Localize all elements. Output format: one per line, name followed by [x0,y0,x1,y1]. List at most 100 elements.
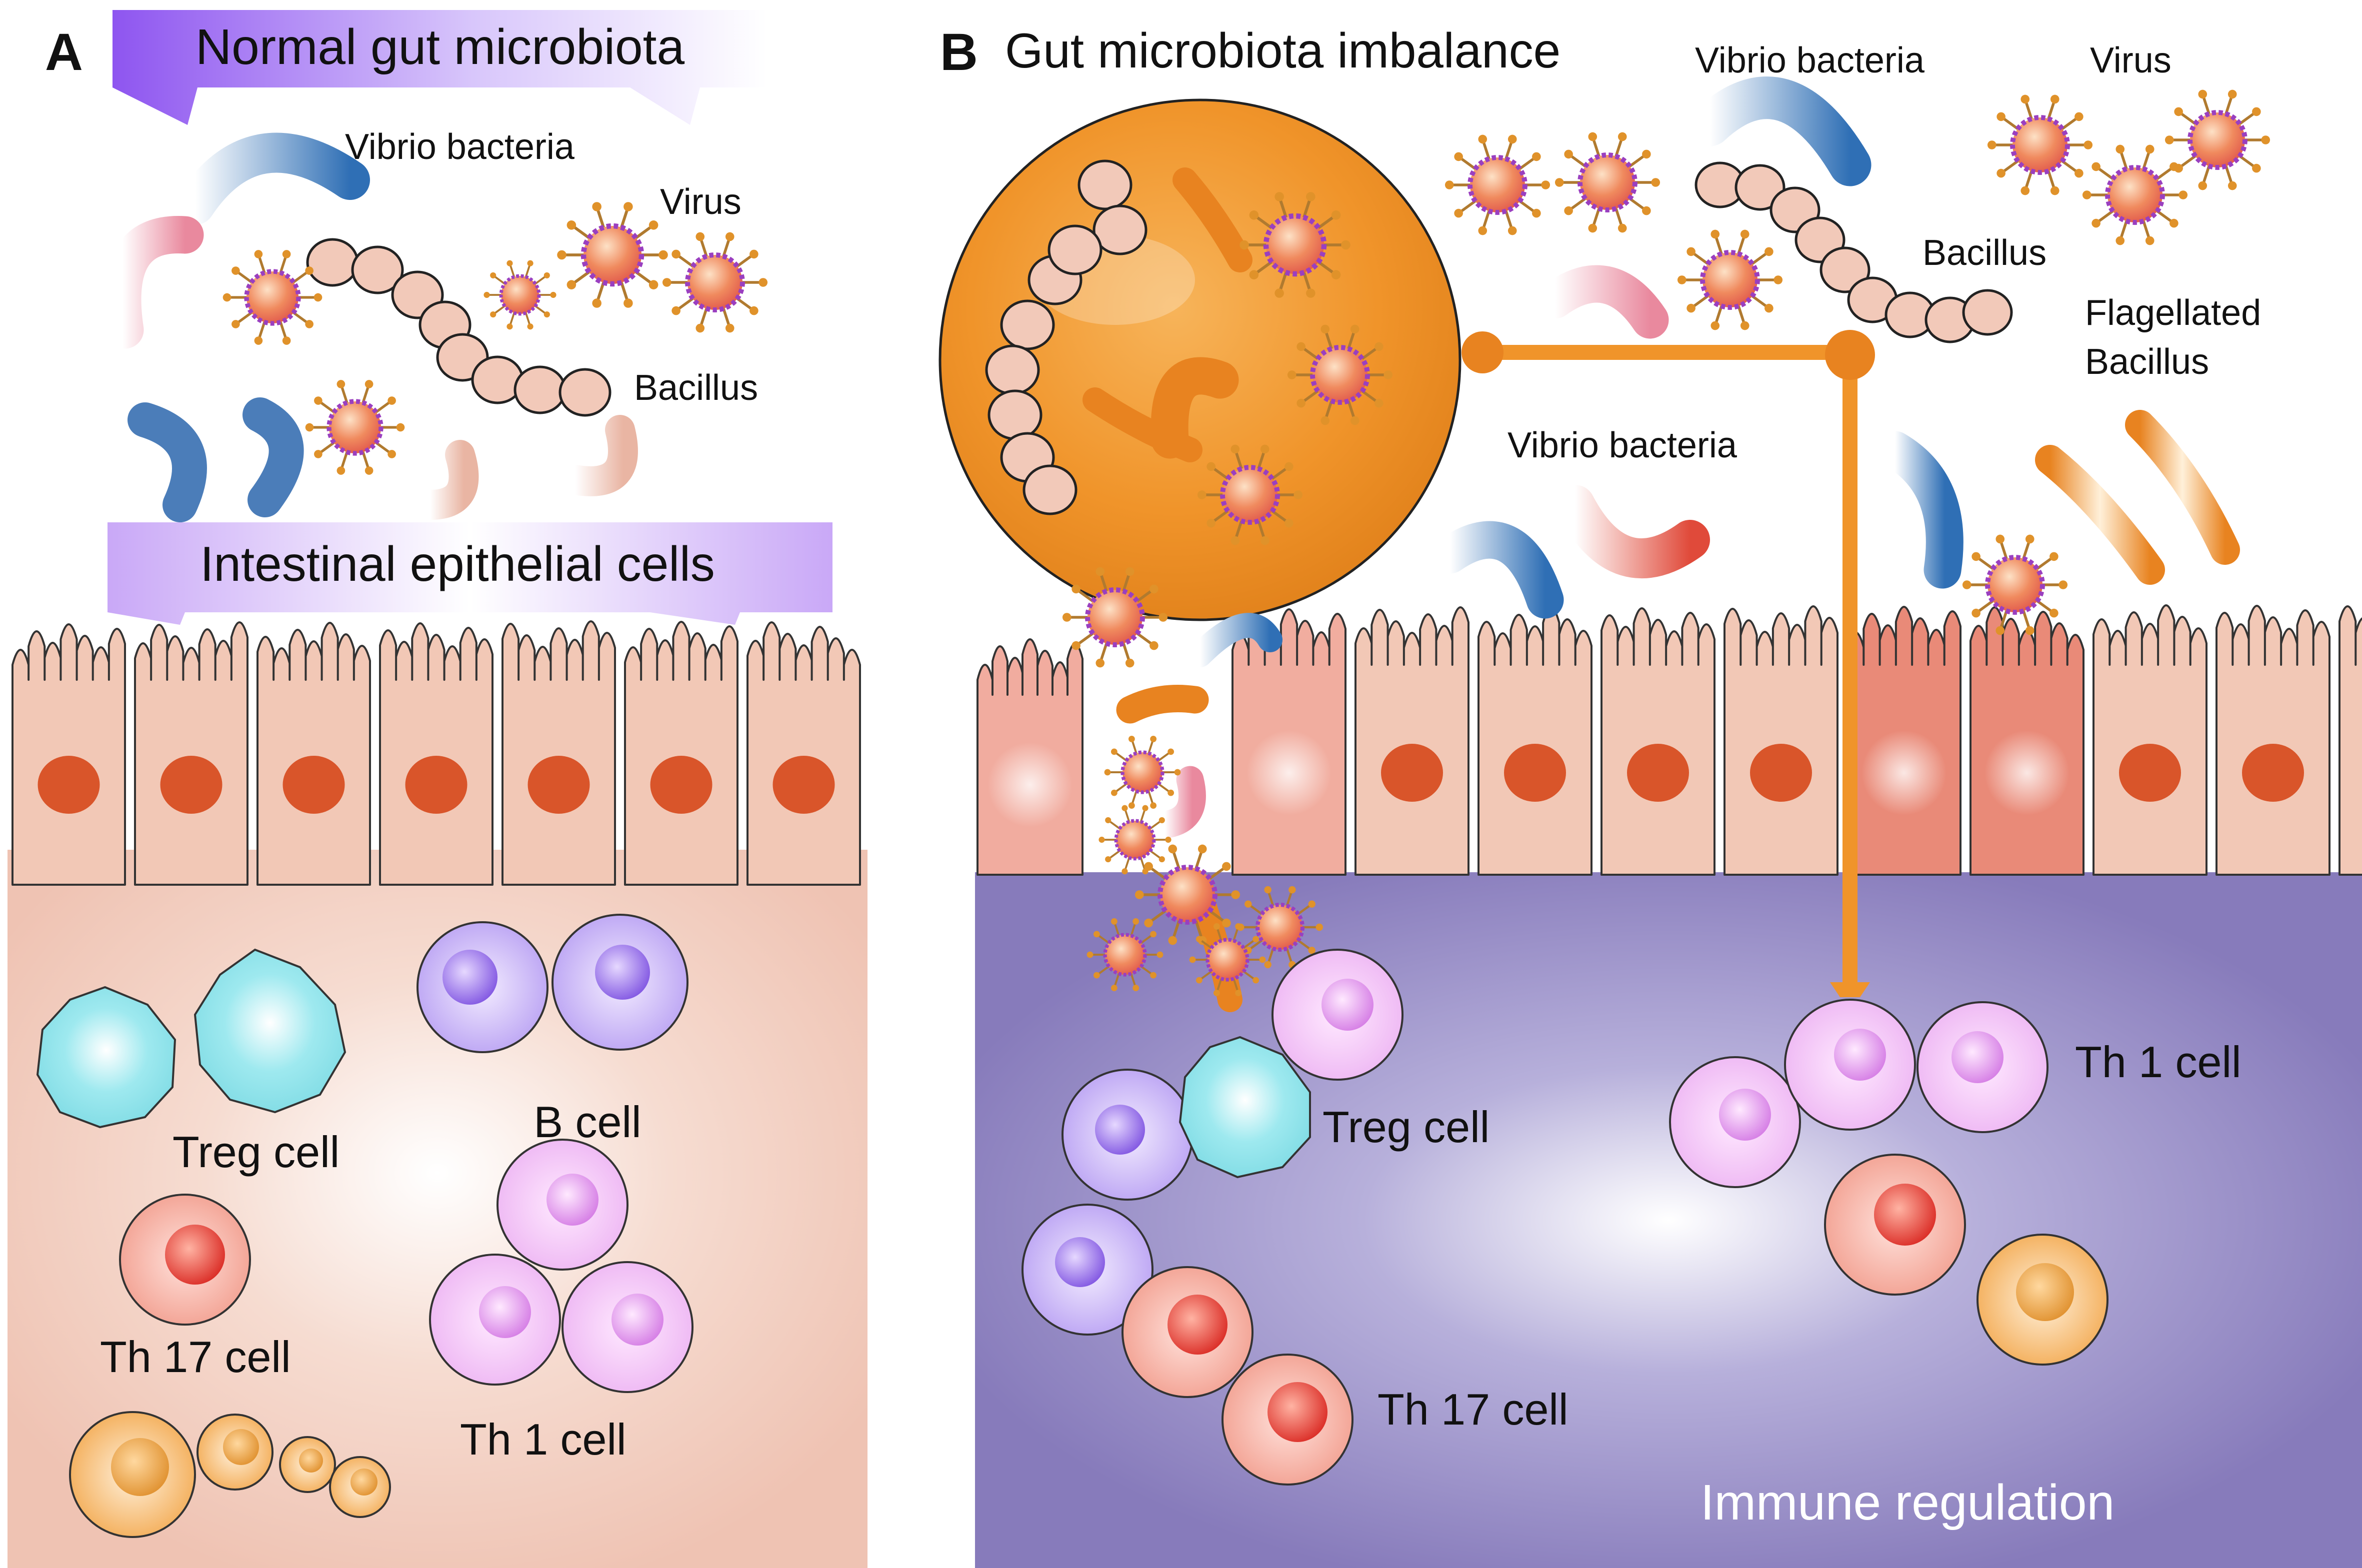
flagellated-bacillus [2125,410,2240,565]
virus-particle [557,202,668,308]
treg-cell [36,986,176,1129]
panel-a: A Normal gut microbiota Vibrio bacteria … [8,10,868,1568]
epithelial-cell [1600,607,1716,876]
panel-a-th1-cells [429,1139,694,1393]
sphere-flagellated-bacilli [1082,167,1252,462]
panel-b-treg-label: Treg cell [1322,1102,1490,1152]
virus-particle [1086,918,1164,991]
vibrio-bacterium [1431,521,1564,619]
epithelial-cell [1846,606,1962,876]
panel-b-th1-cells [1272,949,2048,1188]
th17-cell-nucleus [1874,1184,1936,1246]
orange-cell-nucleus [223,1429,259,1465]
virus-particle [305,380,405,475]
th1-cell-nucleus [1322,979,1374,1031]
panel-b-virus-label: Virus [2090,40,2172,80]
vibrio-bacterium [1536,265,1669,339]
panel-a-virus-label: Virus [660,182,742,222]
orange-cell-nucleus [111,1438,169,1496]
panel-a-letter: A [45,23,83,81]
panel-b-bacillus-chain [1694,161,2013,343]
panel-a-bacillus-chain [306,238,612,417]
th17-cell-nucleus [1268,1382,1328,1442]
panel-a-vibrio-group [104,132,638,522]
virus-particle [1189,923,1266,996]
signal-connector [1462,330,1875,997]
panel-a-title-banner [112,10,768,125]
vibrio-bacterium [1688,76,1872,186]
panel-a-orange-cells [69,1411,391,1538]
sphere-bacillus-chain [985,159,1148,515]
panel-a-vibrio-label: Vibrio bacteria [345,127,575,167]
virus-particle [2082,144,2188,245]
orange-cell-nucleus [299,1449,323,1473]
panel-a-th17-label: Th 17 cell [100,1332,291,1382]
panel-a-b-cell-label: B cell [534,1097,641,1147]
virus-particle [484,260,556,330]
panel-b-letter: B [940,23,978,81]
panel-a-th17-cell [119,1194,251,1326]
panel-a-epithelium-banner [108,522,832,625]
virus-particle [1287,324,1393,425]
virus-particle [1677,229,1783,330]
virus-particle [1987,94,2093,195]
panel-b-epithelium [976,604,2362,876]
vibrio-bacterium [175,132,370,225]
vibrio-bacterium [1876,431,1964,589]
vibrio-bacterium [1188,613,1282,667]
th1-cell-nucleus [1719,1089,1771,1141]
treg-cell [194,948,346,1114]
epithelial-cell [1354,606,1470,876]
panel-b-right-cells [1824,1154,2108,1366]
panel-b-flagellated-label-1: Flagellated [2085,293,2261,333]
panel-b-bacillus-label: Bacillus [1922,233,2046,273]
virus-particle [1098,805,1172,875]
virus-particle [1237,886,1323,969]
virus-particle [2164,89,2270,190]
epithelial-cell [134,621,248,886]
vibrio-bacterium [242,397,304,517]
epithelial-cell [2092,604,2208,876]
epithelial-cell [746,621,861,886]
epithelial-cell [624,621,738,886]
flagellated-bacillus [2035,445,2165,585]
virus-particle [1197,444,1303,545]
th1-cell-nucleus [1952,1031,2004,1083]
orange-cell-nucleus [350,1469,378,1496]
panel-b-vibrio-top-label: Vibrio bacteria [1695,40,1925,80]
panel-b-viruses [1062,89,2270,996]
treg-cell [1178,1036,1311,1179]
virus-particle [222,250,322,345]
virus-particle [1554,132,1660,233]
panel-a-title: Normal gut microbiota [196,19,685,75]
epithelial-cell [379,622,494,886]
panel-b-title: Gut microbiota imbalance [1005,23,1560,78]
virus-particle [1104,736,1181,809]
vibrio-bacterium [128,402,207,522]
vibrio-bacterium [560,415,638,496]
epithelial-cell [256,622,371,886]
th1-cell-nucleus [1834,1029,1886,1081]
epithelial-cell [502,620,616,886]
b-cell-nucleus [595,945,650,1000]
flagellated-bacillus [1116,685,1209,724]
b-cell-nucleus [1055,1237,1105,1287]
panel-a-bacillus-label: Bacillus [634,368,758,408]
th17-cell-nucleus [165,1225,225,1285]
vibrio-bacterium [1151,766,1206,839]
epithelial-cell [2216,605,2330,876]
th1-cell-nucleus [612,1294,664,1346]
virus-particle [1444,134,1550,235]
epithelial-cell [12,623,126,886]
orange-cell-nucleus [2016,1263,2074,1321]
epithelial-cell [1970,606,2084,876]
th1-cell-nucleus [546,1174,598,1226]
th1-cell-nucleus [479,1286,531,1338]
panel-b-lamina-propria [975,872,2362,1568]
epithelial-cell [976,638,1084,876]
vibrio-bacterium [415,440,479,520]
virus-particle [1962,534,2068,635]
virus-particle [662,232,768,333]
panel-b: B Gut microbiota imbalance [938,23,2362,1568]
